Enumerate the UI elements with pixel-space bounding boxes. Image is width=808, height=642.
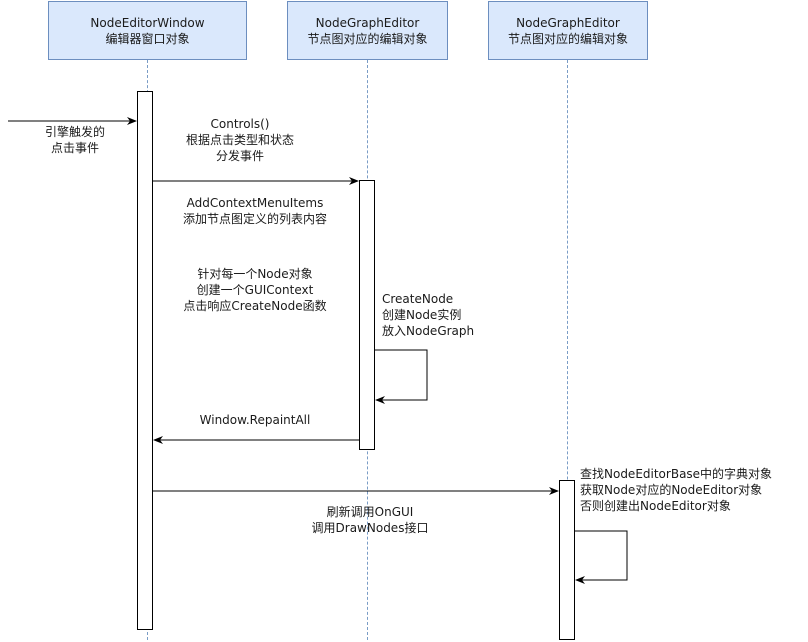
participant-desc: 编辑器窗口对象 bbox=[105, 31, 190, 46]
participant-desc: 节点图对应的编辑对象 bbox=[507, 31, 628, 46]
participant-name: NodeGraphEditor bbox=[315, 15, 420, 30]
lifeline-graph-editor-2 bbox=[567, 60, 568, 640]
participant-name: NodeEditorWindow bbox=[90, 15, 205, 30]
label-refresh-ongui: 刷新调用OnGUI 调用DrawNodes接口 bbox=[311, 505, 429, 535]
participant-node-graph-editor-2[interactable]: NodeGraphEditor 节点图对应的编辑对象 bbox=[488, 1, 648, 60]
participant-node-graph-editor-1[interactable]: NodeGraphEditor 节点图对应的编辑对象 bbox=[287, 1, 448, 60]
arrow-create-node-self bbox=[375, 349, 428, 404]
label-for-each-node: 针对每一个Node对象 创建一个GUIContext 点击响应CreateNod… bbox=[183, 267, 327, 313]
activation-graph-editor-1 bbox=[359, 180, 375, 450]
participant-node-editor-window[interactable]: NodeEditorWindow 编辑器窗口对象 bbox=[48, 1, 247, 60]
label-repaint-all: Window.RepaintAll bbox=[199, 413, 311, 427]
label-lookup-node-editor: 查找NodeEditorBase中的字典对象 获取Node对应的NodeEdit… bbox=[580, 467, 773, 513]
label-create-node: CreateNode 创建Node实例 放入NodeGraph bbox=[382, 292, 475, 338]
participant-desc: 节点图对应的编辑对象 bbox=[307, 31, 428, 46]
participant-name: NodeGraphEditor bbox=[516, 15, 620, 30]
activation-graph-editor-2 bbox=[559, 480, 575, 640]
label-add-context-menu-items: AddContextMenuItems 添加节点图定义的列表内容 bbox=[182, 196, 327, 226]
label-controls: Controls() 根据点击类型和状态 分发事件 bbox=[185, 117, 294, 163]
label-engine-event: 引擎触发的 点击事件 bbox=[44, 125, 105, 155]
activation-window bbox=[137, 91, 153, 630]
arrow-lookup-self bbox=[575, 530, 628, 584]
